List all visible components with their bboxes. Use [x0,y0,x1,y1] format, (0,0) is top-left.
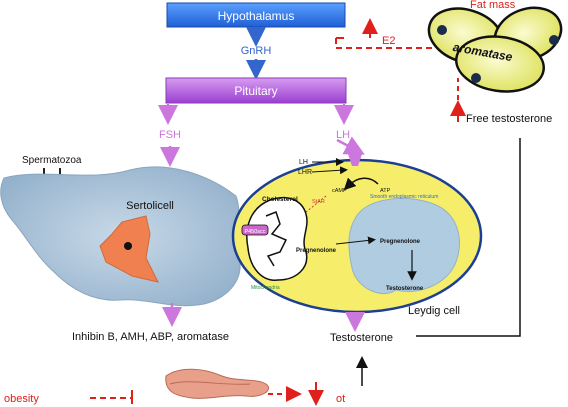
adipocyte-nucleus [471,73,481,83]
leydig-cell-label: Leydig cell [408,305,460,317]
ot-label: ot [336,393,345,405]
camp-label: cAMP [332,188,347,194]
obesity-label: obesity [4,393,39,405]
star-pointer [305,195,327,213]
e2-feedback-line [335,38,432,49]
adipocytes: aromatase [427,6,563,93]
sertoli-products-label: Inhibin B, AMH, ABP, aromatase [72,331,229,343]
mitochondrion-cristae [265,211,288,267]
p450scc-enzyme [241,224,269,236]
gnrh-label: GnRH [241,45,272,57]
leydig-lh-label: LH [299,159,308,166]
hypothalamus-label: Hypothalamus [218,9,295,23]
fat-mass-label: Fat mass [470,0,516,11]
fsh-label: FSH [159,129,181,141]
lh-molecule [351,146,359,154]
pituitary-box: Pituitary [165,77,347,104]
leydig-testosterone-label: Testosterone [386,286,424,292]
ser-label: Smooth endoplasmic reticulum [370,194,438,200]
organ-illustration [165,368,269,399]
e2-label: E2 [382,35,395,47]
adipocyte-nucleus [549,35,559,45]
atp-camp-arrow [343,177,379,191]
p450scc-label: P450scc [244,229,265,235]
testosterone-fat-connector [416,138,521,337]
cholesterol-label: Cholesterol [262,196,298,203]
atp-label: ATP [380,188,391,194]
testosterone-label: Testosterone [330,332,393,344]
spermatozoa-label: Spermatozoa [22,155,82,166]
lhr-pointer [311,166,348,175]
mitochondria-label: Mitochondria [251,285,280,291]
organ-shape [165,368,269,399]
pituitary-label: Pituitary [234,84,277,98]
pregnenolone-label: Pregnenolone [380,239,421,245]
lh-receptor [348,146,362,166]
adipocyte-nucleus [437,25,447,35]
mitochondrion [246,196,308,281]
pregnenolone-mito-label: Pregnenolone [296,248,337,254]
leydig-lhr-label: LHR [298,169,312,176]
mitochondrion-outline [246,196,308,281]
lh-receptor-shape [348,154,362,166]
sertoli-nucleolus [124,242,132,250]
organ-detail [169,381,251,385]
pregnenolone-transfer-arrow [335,236,376,245]
free-testosterone-label: Free testosterone [466,113,552,125]
smooth-er [348,197,460,295]
hypothalamus-box: Hypothalamus [166,2,346,28]
sertolicell-label: Sertolicell [126,200,174,212]
